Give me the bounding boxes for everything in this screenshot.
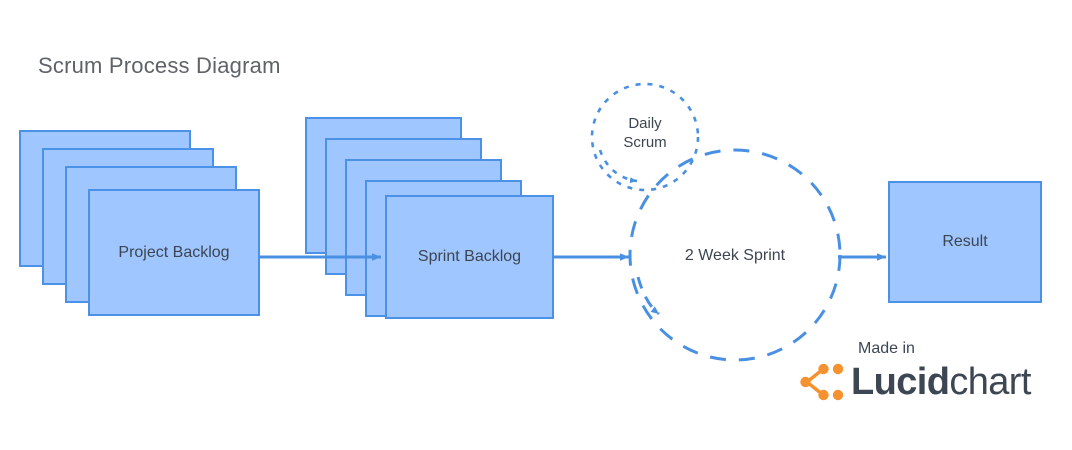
lucidchart-wordmark-bold: Lucid [851,361,950,403]
node-label-result: Result [942,233,988,250]
node-label-two-week-sprint: 2 Week Sprint [684,246,786,264]
lucidchart-mark-icon [800,363,843,401]
node-label-sprint-backlog: Sprint Backlog [417,248,522,265]
page-title: Scrum Process Diagram [38,53,281,78]
node-daily-scrum-circle[interactable] [590,82,700,192]
lucidchart-wordmark: Lucidchart [851,363,1031,401]
daily-scrum-line-1: Daily [628,114,662,132]
node-result[interactable] [888,181,1042,303]
stack-card-front [88,189,260,316]
made-in-label: Made in [858,340,915,357]
edge-sprint-loop-out [636,276,660,316]
node-project-backlog[interactable] [19,130,260,316]
stack-card-front [385,195,554,319]
node-label-project-backlog: Project Backlog [118,243,230,261]
daily-scrum-line-2: Scrum [623,134,667,151]
result-rect [888,181,1042,303]
lucidchart-wordmark-light: chart [949,361,1031,403]
edge-daily-scrum-loop [598,149,638,184]
node-label-daily-scrum: Daily Scrum [592,105,698,161]
node-sprint-backlog[interactable] [305,117,554,319]
node-two-week-sprint-circle[interactable] [628,148,842,362]
lucidchart-logo: Lucidchart [795,362,1031,402]
